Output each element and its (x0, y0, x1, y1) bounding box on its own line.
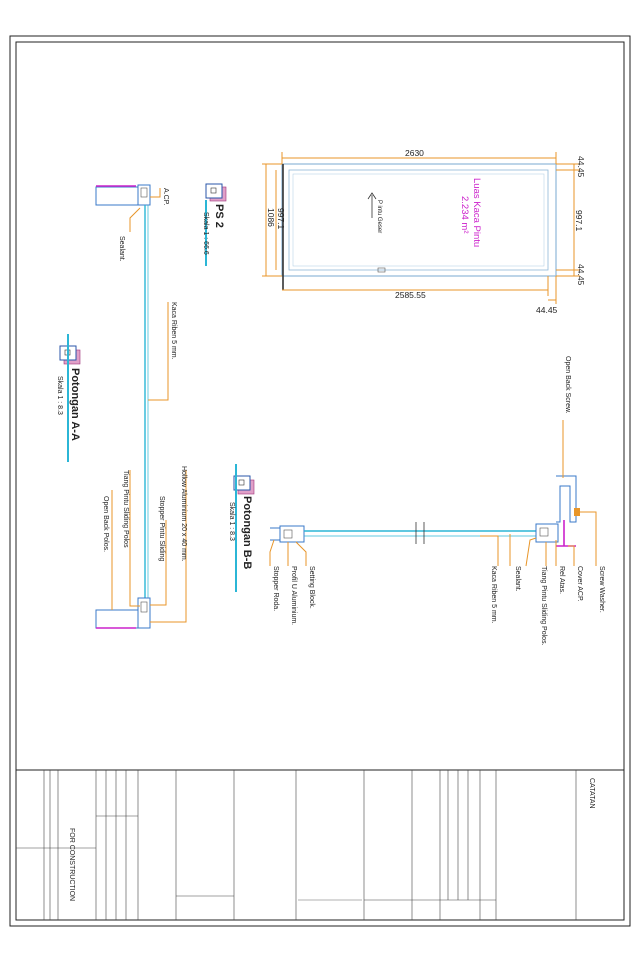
dim-corner: 44.45 (536, 305, 558, 315)
area-label: Luas Kaca Pintu (471, 178, 482, 247)
ps2-marker-icon (210, 187, 217, 194)
dim-right-inner: 997.1 (574, 210, 584, 232)
aa-label-tiang: Tiang Pintu Sliding Polos (122, 470, 129, 548)
door-outer-frame (281, 163, 557, 277)
bb-label-screw-washer: Screw Washer. (598, 566, 605, 613)
ps2-title: PS 2 (213, 204, 225, 228)
aa-title: Potongan A-A (69, 368, 81, 441)
bb-marker-icon (238, 479, 245, 486)
title-block-for-construction: FOR CONSTRUCTION (68, 828, 75, 901)
inner-border (15, 41, 625, 921)
aa-scale: Skala 1 : 8.3 (56, 376, 63, 415)
aa-label-hollow: Hollow Aluminium 20 x 40 mm. (180, 466, 187, 562)
dim-left-inner: 997.1 (276, 208, 286, 230)
bb-scale: Skala 1 : 8.3 (228, 502, 235, 541)
bb-label-sealant: Sealant. (514, 566, 521, 592)
door-glass (292, 173, 545, 267)
door-elevation: P intu Geser Luas Kaca Pintu 2.234 m² 26… (262, 148, 586, 315)
bb-title: Potongan B-B (241, 496, 253, 569)
section-aa: A.CP. Sealant. Kaca Riben 5 mm. Hollow A… (56, 184, 187, 629)
aa-label-open-back: Open Back Polos. (102, 496, 109, 552)
dim-top: 2630 (405, 148, 424, 158)
dim-bottom: 2585.55 (395, 290, 426, 300)
slide-arrow-head-icon (367, 192, 377, 200)
bb-label-setting-block: Setting Block. (308, 566, 315, 609)
outer-border (9, 35, 631, 927)
title-block: CATATAN FOR CONSTRUCTION (16, 770, 595, 920)
aa-label-sealant: Sealant. (118, 236, 125, 262)
door-handle (377, 267, 386, 273)
dim-left-outer: 1086 (266, 208, 276, 227)
bb-label-stopper-roda: Stopper Roda. (272, 566, 279, 611)
dim-right-top: 44.45 (576, 156, 586, 178)
title-block-catatan: CATATAN (588, 778, 595, 809)
bb-label-cover-acp: Cover ACP. (576, 566, 583, 602)
door-inner-frame (288, 169, 549, 271)
dim-right-bottom: 44.45 (576, 264, 586, 286)
aa-label-stopper: Stopper Pintu Sliding (158, 496, 165, 561)
ps2-title-group: PS 2 Skala 1 : 66.6 (202, 183, 227, 266)
bb-label-profil-u: Profil U Aluminium. (290, 566, 297, 625)
bb-label-tiang: Tiang Pintu Sliding Polos. (540, 566, 547, 646)
slide-arrow-label: P intu Geser (376, 200, 382, 233)
area-value: 2.234 m² (459, 196, 470, 234)
bb-label-open-back-screw: Open Back Screw. (564, 356, 571, 414)
ps2-scale: Skala 1 : 66.6 (202, 212, 209, 255)
bb-label-rel-atas: Rel Atas. (558, 566, 565, 594)
aa-label-acp: A.CP. (162, 188, 169, 205)
section-bb: Open Back Screw. Screw Washer. Cover ACP… (228, 356, 605, 646)
bb-label-glass: Kaca Riben 5 mm. (490, 566, 497, 624)
aa-label-glass: Kaca Riben 5 mm. (170, 302, 177, 360)
